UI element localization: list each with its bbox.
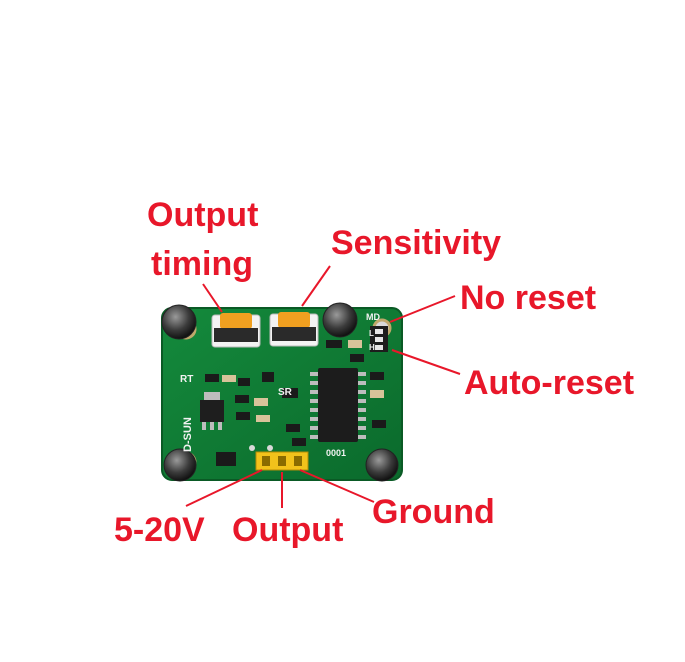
board-code-label: 0001: [326, 448, 346, 458]
sensitivity-label: Sensitivity: [331, 224, 501, 262]
voltage-regulator: [200, 392, 224, 430]
auto-reset-label: Auto-reset: [464, 364, 634, 402]
vcc-label: 5-20V: [114, 511, 205, 549]
output-timing-label-line1: Output: [147, 196, 258, 234]
pin-header: [255, 451, 309, 471]
pir-sensor-board: D-SUN RT SR MD L H 0001: [161, 302, 403, 482]
sensitivity-potentiometer: [269, 312, 319, 347]
sensitivity-leader: [301, 265, 331, 307]
capacitor: [163, 448, 197, 482]
capacitor: [365, 448, 399, 482]
capacitor: [161, 304, 197, 340]
output-timing-label-line2: timing: [151, 245, 253, 283]
h-silkscreen-label: H: [369, 343, 375, 352]
output-timing-leader: [202, 283, 223, 313]
l-silkscreen-label: L: [369, 329, 374, 338]
capacitor: [322, 302, 358, 338]
ground-label: Ground: [372, 493, 495, 531]
ic-chip: [310, 368, 366, 442]
output-label: Output: [232, 511, 343, 549]
md-silkscreen-label: MD: [366, 312, 380, 322]
rt-silkscreen-label: RT: [180, 374, 193, 385]
ground-leader: [299, 469, 375, 503]
board-brand-label: D-SUN: [182, 417, 194, 452]
no-reset-leader: [389, 295, 456, 323]
vcc-leader: [185, 469, 263, 507]
sr-silkscreen-label: SR: [278, 387, 293, 398]
timing-potentiometer: [211, 313, 261, 348]
smd-components: [205, 340, 386, 466]
auto-reset-leader: [391, 349, 461, 375]
callout-lines: [185, 265, 461, 508]
retrigger-jumper: [370, 326, 388, 352]
no-reset-label: No reset: [460, 279, 596, 317]
